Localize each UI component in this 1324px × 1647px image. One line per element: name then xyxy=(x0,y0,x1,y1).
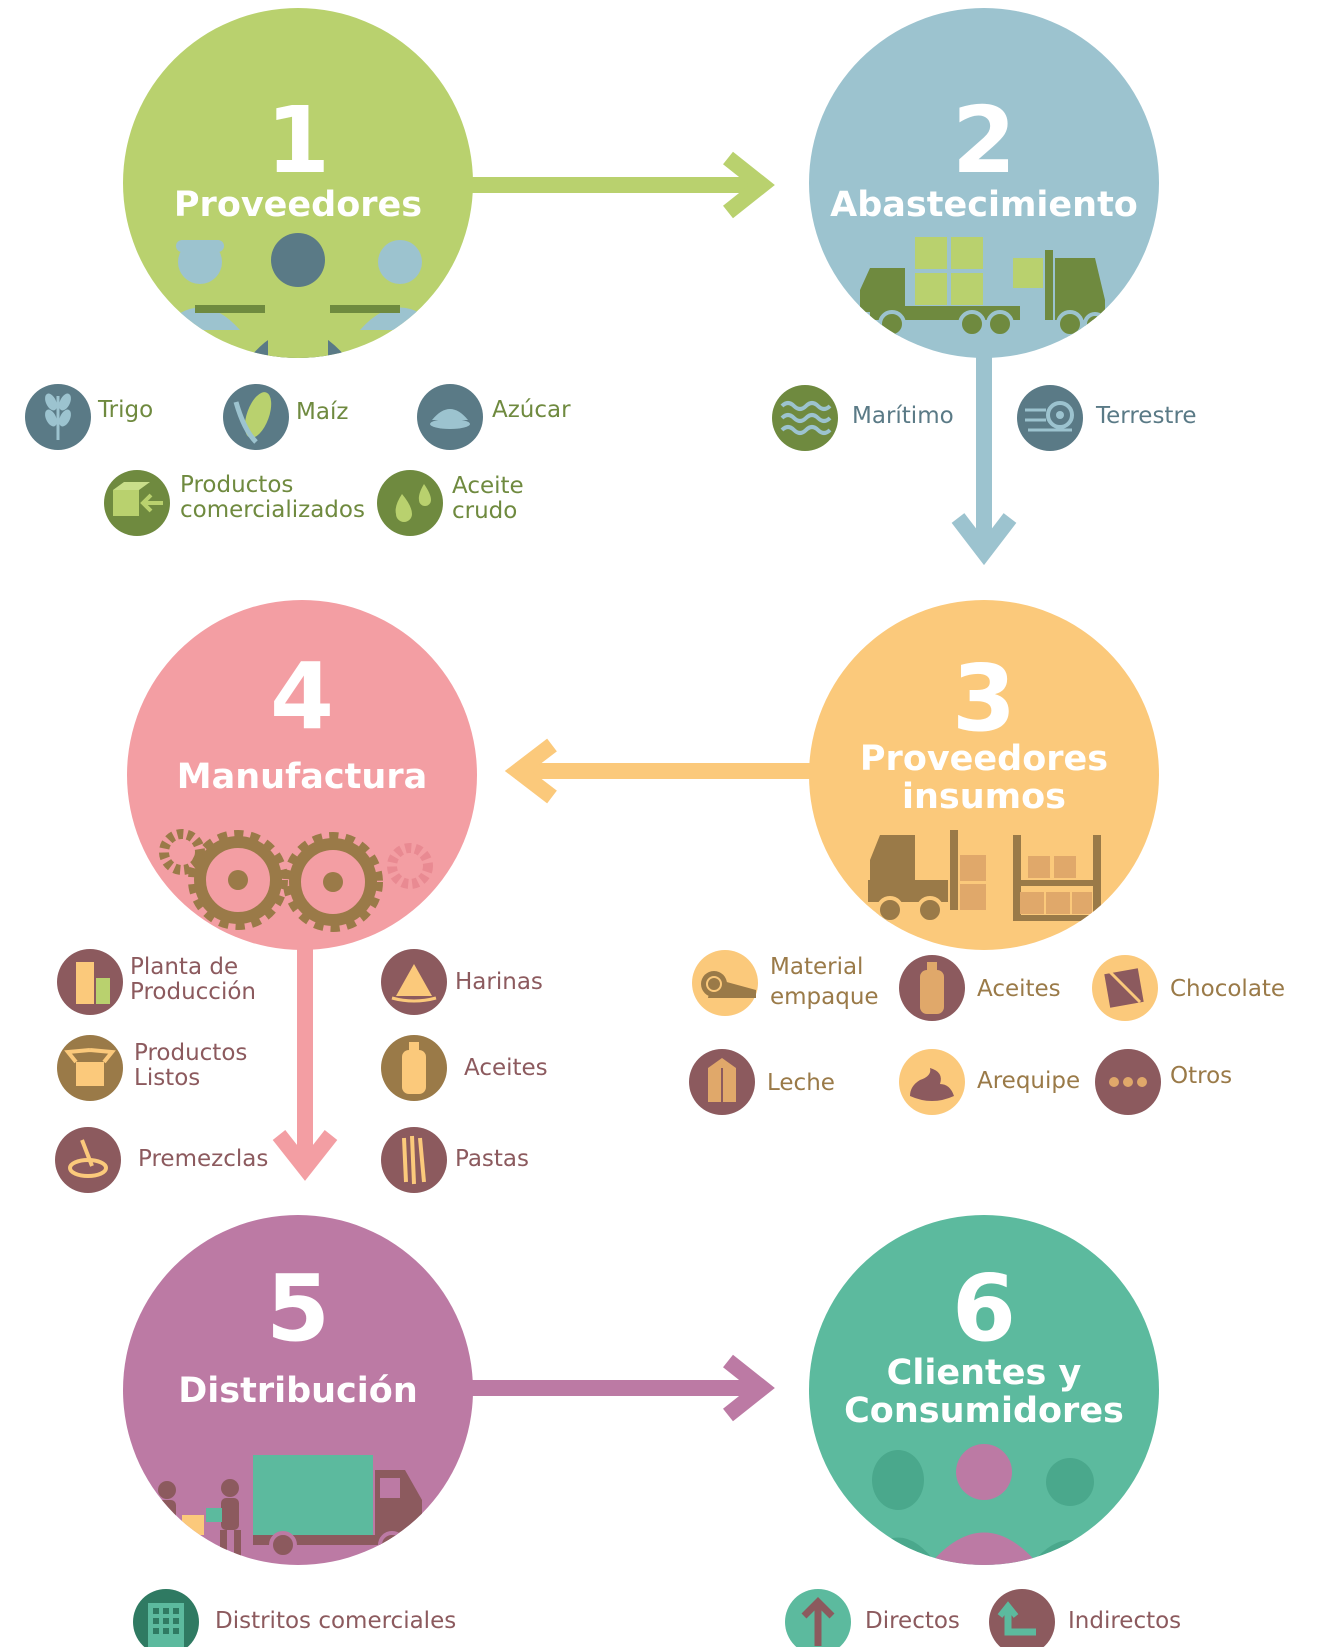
truck-and-forklift-icon xyxy=(860,237,1107,338)
oil-drop-icon xyxy=(377,470,443,536)
item-terrestre-label: Terrestre xyxy=(1096,403,1197,429)
stage-4-circle: 4 Manufactura xyxy=(127,600,477,950)
stage-1-circle: 1 Proveedores xyxy=(123,8,473,358)
stage-3-circle: 3 Proveedores insumos xyxy=(809,600,1159,950)
item-maritimo-label: Marítimo xyxy=(852,403,954,429)
stage-4-number: 4 xyxy=(270,643,334,750)
arrow-2-to-3 xyxy=(951,350,1017,566)
wheat-icon xyxy=(25,384,91,450)
arrow-up-icon xyxy=(785,1589,851,1647)
item-leche-label: Leche xyxy=(767,1070,835,1096)
item-aceite-crudo-label-2: crudo xyxy=(452,498,518,524)
box-arrow-icon xyxy=(104,470,170,536)
arequipe-icon xyxy=(899,1049,965,1115)
item-aceites-3-label: Aceites xyxy=(977,976,1061,1002)
item-trigo-label: Trigo xyxy=(98,397,154,423)
item-maiz-label: Maíz xyxy=(296,399,349,425)
roll-icon xyxy=(692,950,758,1016)
item-otros-label: Otros xyxy=(1170,1063,1233,1089)
item-aceite-crudo-label-1: Aceite xyxy=(452,473,524,499)
corn-icon xyxy=(223,384,289,450)
gears-icon xyxy=(159,829,433,932)
stage-4-title: Manufactura xyxy=(177,757,427,797)
item-productos-comercializados-label-2: comercializados xyxy=(180,497,365,523)
stage-3-number: 3 xyxy=(952,645,1016,752)
item-indirectos-label: Indirectos xyxy=(1068,1608,1182,1634)
item-harinas-label: Harinas xyxy=(455,969,543,995)
stage-6-number: 6 xyxy=(952,1255,1016,1362)
stage-5-title: Distribución xyxy=(178,1371,418,1411)
pasta-icon xyxy=(381,1127,447,1193)
stage-3-title-line2: insumos xyxy=(902,777,1066,817)
arrow-3-to-4 xyxy=(504,738,815,804)
item-pastas-label: Pastas xyxy=(455,1146,530,1172)
stage-1-number: 1 xyxy=(266,87,330,194)
arrow-4-to-5 xyxy=(272,930,338,1181)
chocolate-icon xyxy=(1092,955,1158,1021)
item-chocolate-label: Chocolate xyxy=(1170,976,1286,1002)
arrow-5-to-6 xyxy=(460,1354,775,1422)
arrow-1-to-2 xyxy=(460,151,775,219)
item-premezclas-label: Premezclas xyxy=(138,1146,269,1172)
building-icon xyxy=(133,1589,199,1647)
waves-icon xyxy=(772,385,838,451)
item-planta-label-1: Planta de xyxy=(130,954,239,980)
item-material-empaque-label-1: Material xyxy=(770,954,864,980)
mix-bowl-icon xyxy=(55,1127,121,1193)
factory-icon xyxy=(57,949,123,1015)
bottle-icon-2 xyxy=(381,1035,447,1101)
stage-5-circle: 5 Distribución xyxy=(123,1215,473,1565)
bottle-icon xyxy=(899,955,965,1021)
item-productos-comercializados-label-1: Productos xyxy=(180,472,294,498)
flour-icon xyxy=(381,949,447,1015)
customers-icon xyxy=(855,1444,1113,1565)
item-distritos-label: Distritos comerciales xyxy=(215,1608,457,1634)
item-planta-label-2: Producción xyxy=(130,979,256,1005)
stage-2-circle: 2 Abastecimiento xyxy=(809,8,1159,358)
item-arequipe-label: Arequipe xyxy=(977,1068,1081,1094)
item-productos-listos-label-1: Productos xyxy=(134,1040,248,1066)
item-aceites-4-label: Aceites xyxy=(464,1055,548,1081)
sugar-icon xyxy=(417,384,483,450)
stage-3-title-line1: Proveedores xyxy=(860,739,1108,779)
dots-icon xyxy=(1095,1049,1161,1115)
item-material-empaque-label-2: empaque xyxy=(770,984,879,1010)
milk-carton-icon xyxy=(689,1049,755,1115)
open-box-icon xyxy=(57,1035,123,1101)
item-productos-listos-label-2: Listos xyxy=(134,1065,201,1091)
item-azucar-label: Azúcar xyxy=(492,397,571,423)
forklift-and-shelves-icon xyxy=(868,830,1101,924)
arrow-corner-icon xyxy=(989,1589,1055,1647)
stage-6-circle: 6 Clientes y Consumidores xyxy=(809,1215,1159,1565)
fast-wheel-icon xyxy=(1017,385,1083,451)
stage-1-title: Proveedores xyxy=(174,185,422,225)
stage-2-title: Abastecimiento xyxy=(830,185,1138,225)
stage-5-number: 5 xyxy=(266,1255,330,1362)
stage-6-title-line2: Consumidores xyxy=(844,1391,1124,1431)
stage-2-number: 2 xyxy=(952,87,1016,194)
stage-6-title-line1: Clientes y xyxy=(887,1353,1082,1393)
item-directos-label: Directos xyxy=(865,1608,960,1634)
